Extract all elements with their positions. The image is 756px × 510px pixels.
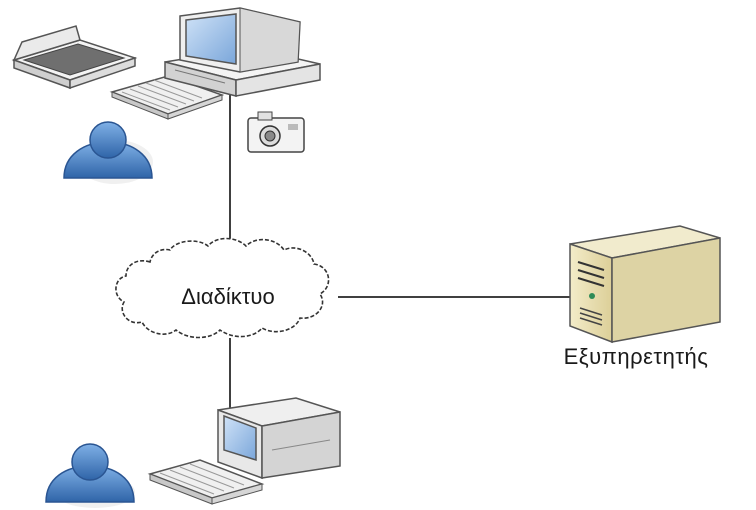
- server: Εξυπηρετητής: [564, 225, 721, 369]
- camera-icon: [247, 111, 305, 153]
- desktop-computer-icon: [164, 7, 321, 97]
- server-label: Εξυπηρετητής: [564, 344, 709, 369]
- user-icon: [45, 443, 135, 508]
- cloud-label: Διαδίκτυο: [181, 284, 274, 309]
- keyboard-icon: [147, 459, 265, 505]
- desktop-computer-icon: [217, 397, 341, 480]
- scanner-icon: [11, 25, 138, 90]
- user-icon: [63, 121, 153, 184]
- top-workstation: [11, 7, 321, 184]
- connection-lines: [229, 95, 570, 408]
- cloud-icon: Διαδίκτυο: [115, 237, 330, 339]
- server-tower-icon: [569, 225, 721, 344]
- bottom-workstation: [45, 397, 341, 508]
